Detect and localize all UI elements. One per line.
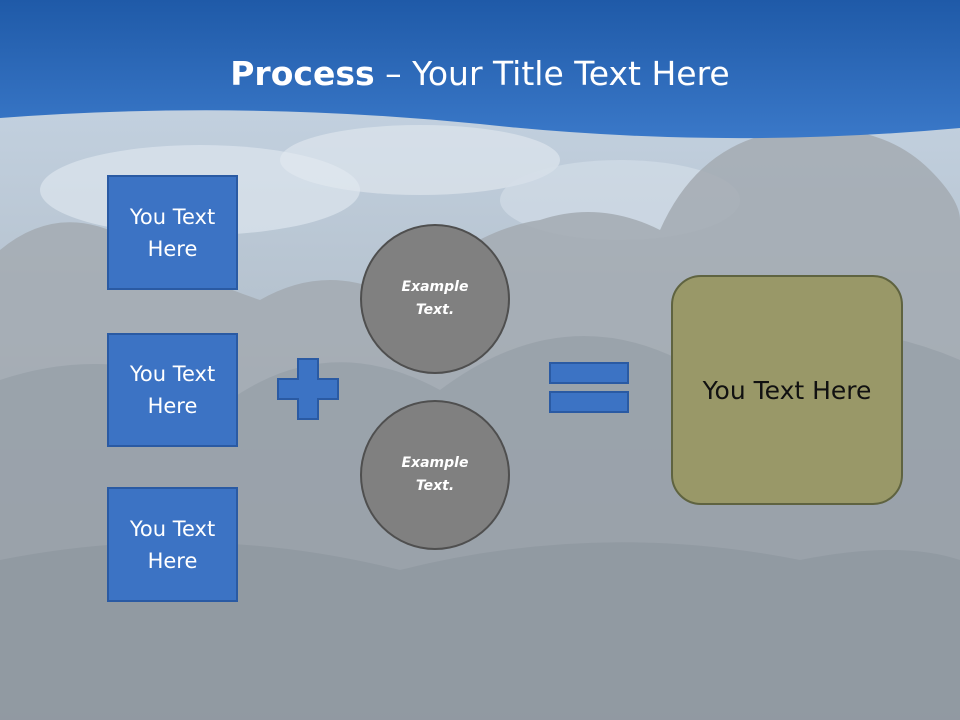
example-circle-2: Example Text. xyxy=(360,400,510,550)
result-box: You Text Here xyxy=(671,275,903,505)
example-circle-1: Example Text. xyxy=(360,224,510,374)
title-bold: Process xyxy=(230,54,375,93)
circle-label: Example Text. xyxy=(401,455,469,494)
input-box-label: You Text Here xyxy=(129,362,216,418)
circle-label: Example Text. xyxy=(401,279,469,318)
input-box-3: You Text Here xyxy=(107,487,238,602)
result-label: You Text Here xyxy=(702,375,872,405)
input-box-label: You Text Here xyxy=(129,204,216,261)
equals-icon xyxy=(549,362,629,413)
slide-title: Process – Your Title Text Here xyxy=(0,52,960,96)
input-box-1: You Text Here xyxy=(107,175,238,290)
plus-icon xyxy=(277,358,339,420)
input-box-label: You Text Here xyxy=(129,516,216,573)
title-rest: – Your Title Text Here xyxy=(374,54,730,93)
input-box-2: You Text Here xyxy=(107,333,238,447)
